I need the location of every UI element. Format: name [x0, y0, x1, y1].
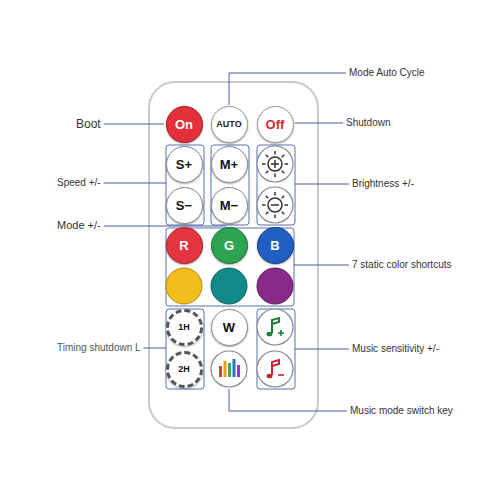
button-label: Off	[266, 118, 285, 131]
timer-label: Timing shutdown L	[57, 342, 141, 354]
leader-line	[104, 124, 164, 125]
button-label: W	[223, 321, 235, 334]
leader-line	[144, 348, 166, 349]
leader-line	[104, 183, 166, 184]
music-mode-icon	[211, 351, 247, 387]
speed-up-button: S+	[166, 146, 203, 183]
button-label: M+	[220, 158, 238, 171]
button-label: R	[179, 239, 188, 252]
button-label: On	[175, 118, 193, 131]
button-label: G	[224, 239, 234, 252]
white-button: W	[211, 309, 248, 346]
leader-line	[295, 349, 349, 350]
timer-2h-button: 2H	[166, 351, 203, 388]
timer-1h-button: 1H	[166, 309, 203, 346]
cyan-button	[211, 268, 247, 304]
leader-line	[295, 184, 349, 185]
button-label: 2H	[178, 365, 190, 374]
green-button: G	[211, 227, 248, 264]
music-plus-icon	[257, 309, 293, 345]
speed-label: Speed +/-	[57, 177, 101, 189]
music-sensitivity-label: Music sensitivity +/-	[352, 343, 439, 355]
group-brackets	[166, 145, 295, 389]
music-minus-icon	[257, 351, 293, 387]
color-shortcut-label: 7 static color shortcuts	[352, 259, 451, 271]
leader-line	[294, 265, 349, 266]
button-label: S−	[176, 199, 192, 212]
leader-line	[295, 123, 343, 124]
mode-down-button: M−	[211, 187, 248, 224]
remote-body	[149, 82, 318, 428]
brightness-minus-icon	[257, 187, 293, 223]
purple-button	[257, 268, 293, 304]
brightness-plus-icon	[257, 146, 293, 182]
leader-line	[229, 73, 346, 105]
button-label: 1H	[178, 323, 190, 332]
power-on-button: On	[166, 106, 203, 143]
speed-down-button: S−	[166, 187, 203, 224]
shutdown-label: Shutdown	[346, 117, 390, 129]
brightness-label: Brightness +/-	[352, 178, 414, 190]
auto-button: AUTO	[211, 106, 248, 143]
leader-line	[229, 389, 347, 411]
red-button: R	[166, 227, 203, 264]
button-label: B	[270, 239, 279, 252]
mode-label: Mode +/-	[57, 219, 101, 232]
yellow-button	[166, 268, 202, 304]
button-label: S+	[176, 158, 192, 171]
mode-auto-label: Mode Auto Cycle	[349, 67, 425, 79]
power-off-button: Off	[257, 106, 294, 143]
leader-line	[104, 226, 226, 227]
mode-up-button: M+	[211, 146, 248, 183]
boot-label: Boot	[76, 117, 101, 131]
button-label: M−	[220, 199, 238, 212]
blue-button: B	[257, 227, 294, 264]
music-mode-label: Music mode switch key	[350, 405, 453, 417]
button-label: AUTO	[216, 120, 241, 129]
leader-lines	[104, 73, 349, 411]
